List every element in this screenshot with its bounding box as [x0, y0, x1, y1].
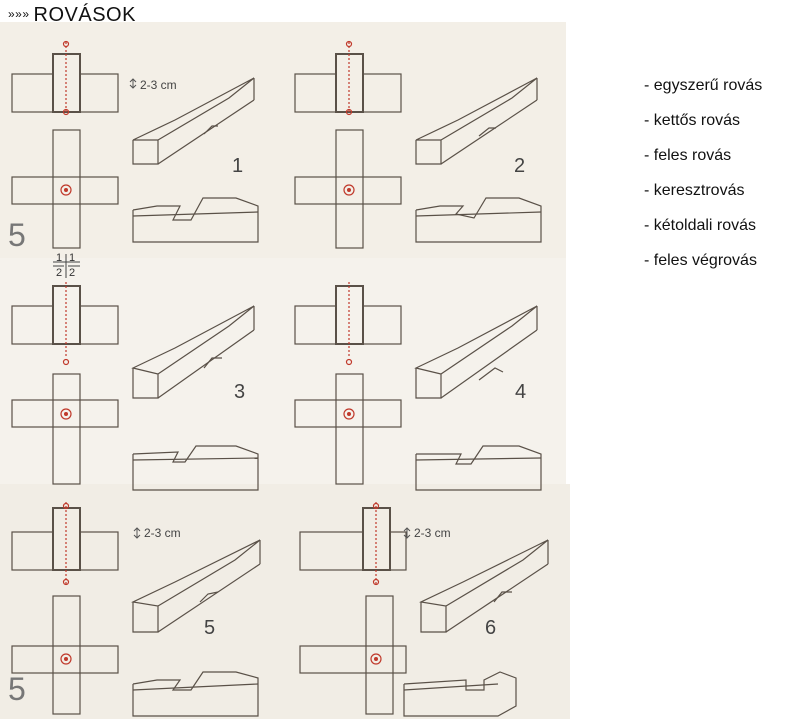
dimension-marker-5	[133, 527, 141, 539]
figure-5	[11, 502, 261, 717]
dimension-label-1: 2-3 cm	[140, 78, 177, 92]
header-title: ROVÁSOK	[33, 4, 136, 26]
legend-item: - kétoldali rovás	[644, 217, 757, 234]
scanned-plate: 5 5 1	[0, 22, 570, 719]
figure-3-number: 3	[234, 381, 245, 403]
header-chevrons: »»»	[8, 7, 30, 21]
page-title: »»»ROVÁSOK	[8, 4, 136, 27]
figure-5-number: 5	[204, 617, 215, 639]
fraction-numerator-right: 1	[69, 252, 75, 264]
scan-image: 5 5 1	[0, 22, 570, 719]
dimension-label-5: 2-3 cm	[144, 526, 181, 540]
figure-1	[11, 40, 259, 249]
figure-3	[11, 282, 259, 491]
figure-4-number: 4	[515, 381, 526, 403]
figure-6-number: 6	[485, 617, 496, 639]
scan-strip-middle	[0, 258, 566, 484]
fraction-marker	[53, 254, 80, 278]
legend-item: - feles végrovás	[644, 252, 757, 269]
legend-item: - feles rovás	[644, 147, 732, 164]
figure-2	[294, 40, 542, 249]
fraction-numerator-left: 1	[56, 252, 62, 264]
figure-2-number: 2	[514, 155, 525, 177]
page-number-top: 5	[8, 217, 26, 253]
legend-item: - kettős rovás	[644, 112, 741, 129]
figure-4	[294, 282, 542, 491]
fraction-denominator-right: 2	[69, 267, 75, 279]
scan-strip-bottom	[0, 484, 570, 719]
dimension-marker-6	[403, 527, 411, 539]
legend-item: - keresztrovás	[644, 182, 745, 199]
dimension-marker-1	[129, 78, 137, 89]
figure-1-number: 1	[232, 155, 243, 177]
legend-item: - egyszerű rovás	[644, 77, 763, 94]
page-number-bottom: 5	[8, 671, 26, 707]
fraction-denominator-left: 2	[56, 267, 62, 279]
legend-list: - egyszerű rovás - kettős rovás - feles …	[644, 73, 762, 283]
figure-6	[299, 502, 549, 717]
scan-strip-top	[0, 22, 566, 258]
dimension-label-6: 2-3 cm	[414, 526, 451, 540]
